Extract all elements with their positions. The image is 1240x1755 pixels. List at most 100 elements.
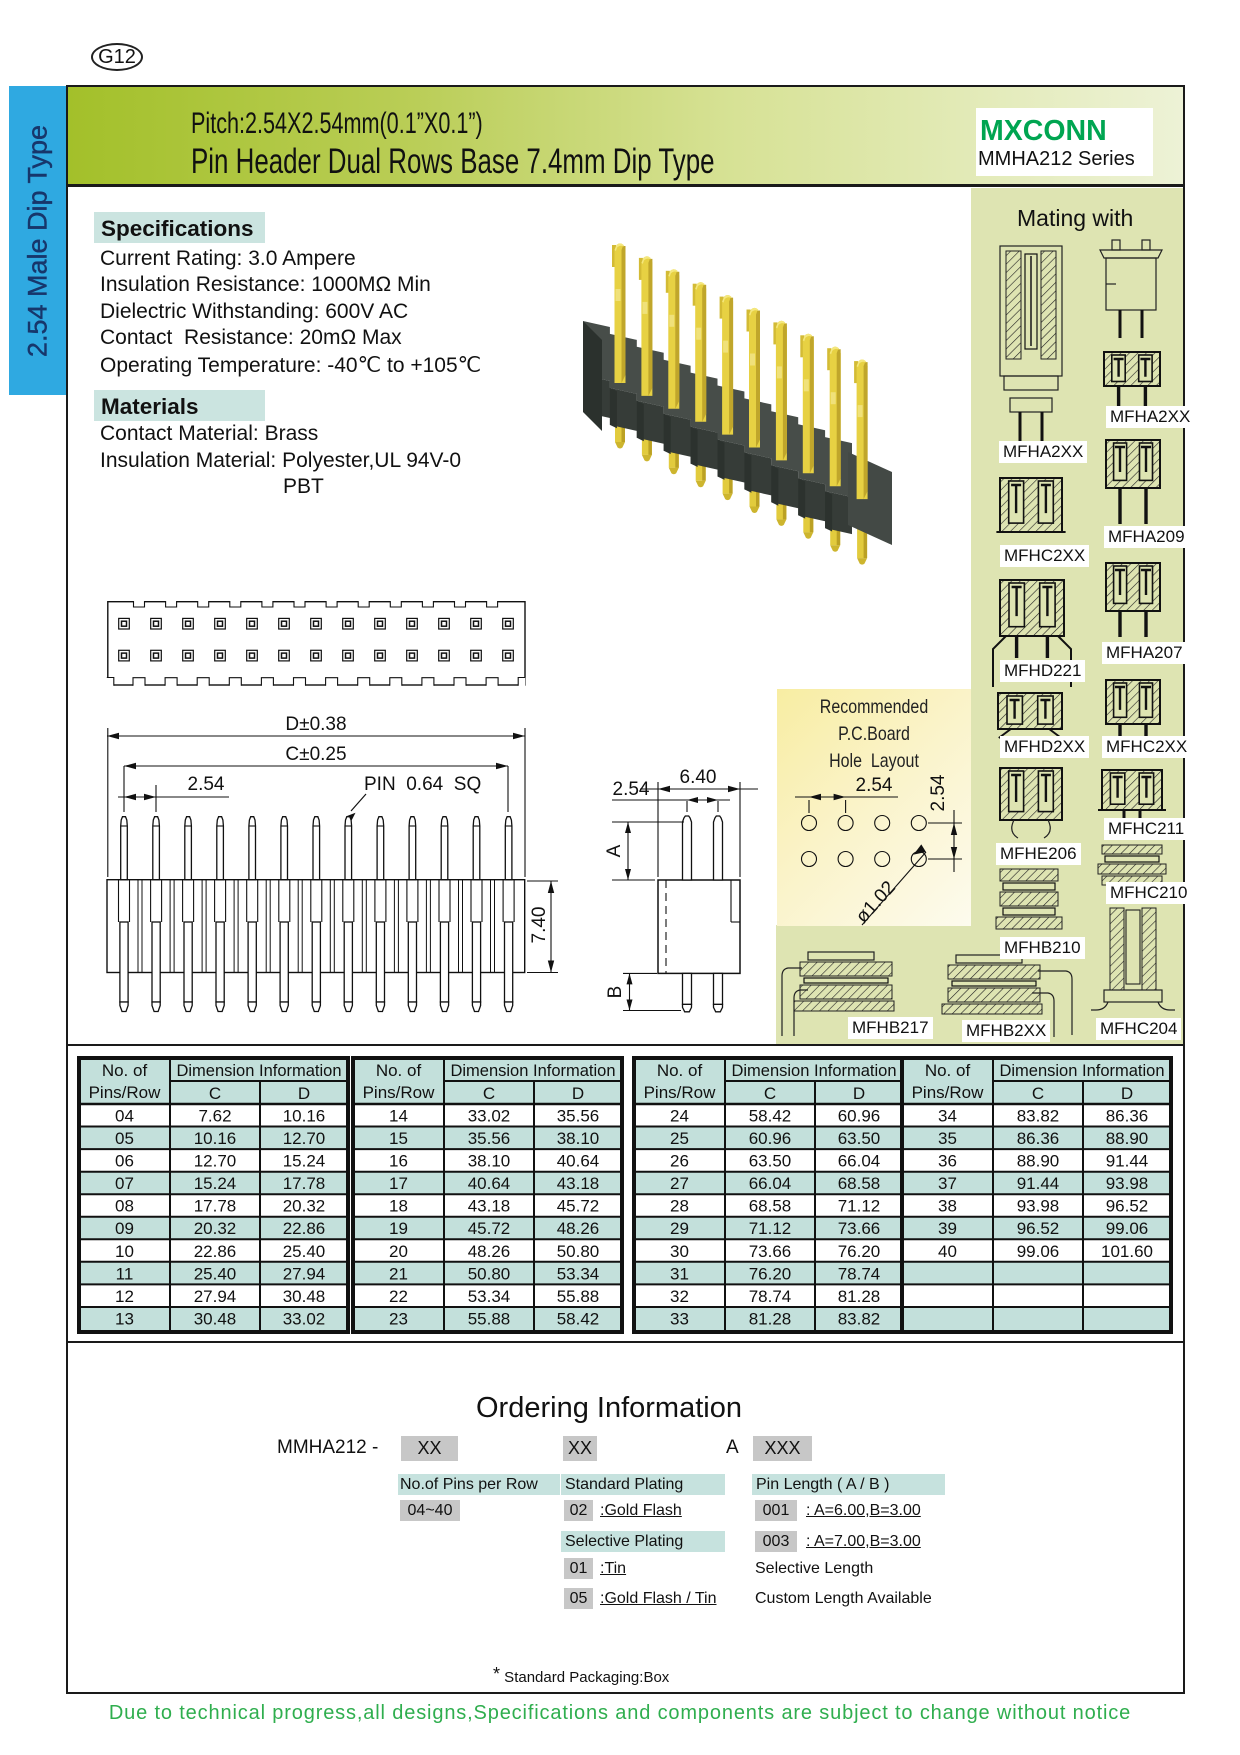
svg-text:40.64: 40.64 [468, 1174, 511, 1193]
svg-text:71.12: 71.12 [749, 1219, 792, 1238]
svg-text:34: 34 [938, 1107, 957, 1126]
svg-text:10: 10 [115, 1242, 134, 1261]
svg-text:50.80: 50.80 [468, 1264, 511, 1283]
svg-text:20.32: 20.32 [194, 1219, 237, 1238]
svg-text:28: 28 [670, 1197, 689, 1216]
svg-text:15.24: 15.24 [283, 1152, 326, 1171]
svg-text:27.94: 27.94 [283, 1264, 326, 1283]
svg-text:78.74: 78.74 [749, 1287, 792, 1306]
svg-text:63.50: 63.50 [838, 1129, 881, 1148]
svg-text:26: 26 [670, 1152, 689, 1171]
svg-text:Pins/Row: Pins/Row [912, 1083, 985, 1102]
svg-text:73.66: 73.66 [838, 1219, 881, 1238]
svg-text:19: 19 [389, 1219, 408, 1238]
svg-text:Pins/Row: Pins/Row [363, 1083, 436, 1102]
svg-text:33.02: 33.02 [468, 1107, 511, 1126]
svg-text:45.72: 45.72 [557, 1197, 600, 1216]
svg-text:22: 22 [389, 1287, 408, 1306]
svg-text:22.86: 22.86 [194, 1242, 237, 1261]
svg-text:A: A [604, 844, 625, 857]
svg-text:81.28: 81.28 [838, 1287, 881, 1306]
svg-text:21: 21 [389, 1264, 408, 1283]
svg-text:37: 37 [938, 1174, 957, 1193]
svg-text:38.10: 38.10 [468, 1152, 511, 1171]
svg-text:99.06: 99.06 [1106, 1219, 1149, 1238]
svg-text:17.78: 17.78 [194, 1197, 237, 1216]
svg-text:PIN 0.64 SQ: PIN 0.64 SQ [364, 774, 481, 795]
svg-text:7.40: 7.40 [529, 907, 550, 944]
svg-text:40: 40 [938, 1242, 957, 1261]
svg-text:63.50: 63.50 [749, 1152, 792, 1171]
svg-text:73.66: 73.66 [749, 1242, 792, 1261]
svg-text:30.48: 30.48 [194, 1310, 237, 1329]
svg-text:33: 33 [670, 1310, 689, 1329]
svg-text:Dimension Information: Dimension Information [176, 1062, 341, 1080]
svg-text:24: 24 [670, 1107, 689, 1126]
svg-text:93.98: 93.98 [1017, 1197, 1060, 1216]
svg-text:31: 31 [670, 1264, 689, 1283]
svg-text:18: 18 [389, 1197, 408, 1216]
svg-text:04: 04 [115, 1107, 134, 1126]
svg-text:38: 38 [938, 1197, 957, 1216]
svg-text:68.58: 68.58 [838, 1174, 881, 1193]
svg-text:91.44: 91.44 [1106, 1152, 1149, 1171]
svg-text:43.18: 43.18 [557, 1174, 600, 1193]
svg-text:23: 23 [389, 1310, 408, 1329]
svg-text:Pins/Row: Pins/Row [89, 1083, 162, 1102]
svg-text:13: 13 [115, 1310, 134, 1329]
svg-text:No. of: No. of [376, 1061, 422, 1080]
svg-text:78.74: 78.74 [838, 1264, 881, 1283]
svg-text:58.42: 58.42 [557, 1310, 600, 1329]
svg-text:101.60: 101.60 [1101, 1242, 1153, 1261]
svg-text:60.96: 60.96 [749, 1129, 792, 1148]
svg-text:C: C [483, 1084, 495, 1103]
svg-text:C: C [764, 1084, 776, 1103]
svg-text:25: 25 [670, 1129, 689, 1148]
svg-text:09: 09 [115, 1219, 134, 1238]
svg-text:05: 05 [115, 1129, 134, 1148]
svg-text:60.96: 60.96 [838, 1107, 881, 1126]
svg-text:2.54: 2.54 [613, 779, 650, 800]
svg-text:Dimension Information: Dimension Information [999, 1062, 1164, 1080]
svg-text:2.54: 2.54 [928, 774, 949, 811]
svg-text:35.56: 35.56 [468, 1129, 511, 1148]
svg-text:Pins/Row: Pins/Row [644, 1083, 717, 1102]
svg-text:20.32: 20.32 [283, 1197, 326, 1216]
svg-text:08: 08 [115, 1197, 134, 1216]
svg-text:81.28: 81.28 [749, 1310, 792, 1329]
svg-text:D: D [853, 1084, 865, 1103]
svg-text:45.72: 45.72 [468, 1219, 511, 1238]
svg-text:D±0.38: D±0.38 [285, 714, 346, 735]
svg-text:83.82: 83.82 [838, 1310, 881, 1329]
svg-text:30.48: 30.48 [283, 1287, 326, 1306]
svg-text:55.88: 55.88 [468, 1310, 511, 1329]
svg-text:53.34: 53.34 [557, 1264, 600, 1283]
svg-text:27: 27 [670, 1174, 689, 1193]
svg-text:88.90: 88.90 [1017, 1152, 1060, 1171]
svg-text:39: 39 [938, 1219, 957, 1238]
svg-text:93.98: 93.98 [1106, 1174, 1149, 1193]
svg-text:D: D [298, 1084, 310, 1103]
svg-text:12: 12 [115, 1287, 134, 1306]
svg-text:11: 11 [116, 1264, 134, 1283]
svg-text:22.86: 22.86 [283, 1219, 326, 1238]
svg-text:96.52: 96.52 [1017, 1219, 1060, 1238]
svg-text:40.64: 40.64 [557, 1152, 600, 1171]
svg-text:76.20: 76.20 [749, 1264, 792, 1283]
svg-text:68.58: 68.58 [749, 1197, 792, 1216]
svg-text:Dimension Information: Dimension Information [450, 1062, 615, 1080]
svg-text:D: D [1121, 1084, 1133, 1103]
svg-text:99.06: 99.06 [1017, 1242, 1060, 1261]
svg-text:88.90: 88.90 [1106, 1129, 1149, 1148]
svg-text:No. of: No. of [657, 1061, 703, 1080]
svg-text:25.40: 25.40 [283, 1242, 326, 1261]
svg-text:29: 29 [670, 1219, 689, 1238]
svg-text:15.24: 15.24 [194, 1174, 237, 1193]
svg-text:D: D [572, 1084, 584, 1103]
svg-text:38.10: 38.10 [557, 1129, 600, 1148]
svg-text:17.78: 17.78 [283, 1174, 326, 1193]
svg-text:66.04: 66.04 [749, 1174, 792, 1193]
svg-text:6.40: 6.40 [680, 767, 717, 788]
svg-text:96.52: 96.52 [1106, 1197, 1149, 1216]
svg-text:25.40: 25.40 [194, 1264, 237, 1283]
